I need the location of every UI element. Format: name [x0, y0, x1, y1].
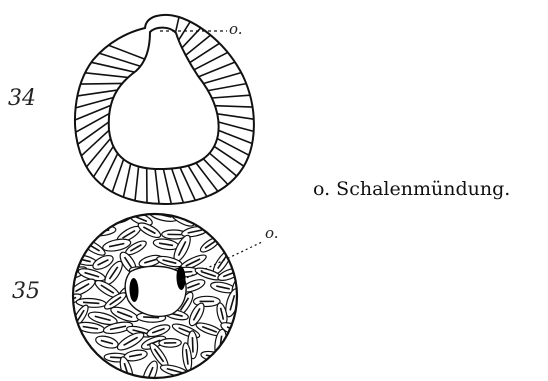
radial-canal: [87, 139, 111, 167]
figure-35-shell-surface: [58, 207, 262, 381]
radial-canal: [123, 164, 130, 198]
radial-canal: [155, 169, 159, 204]
radial-canal: [135, 167, 139, 201]
radial-canal: [112, 159, 123, 192]
radial-canal: [76, 114, 110, 133]
figure-34-opening-label: o.: [229, 20, 243, 38]
radial-canal: [75, 105, 111, 120]
figure-34-inner-wall: [109, 28, 219, 169]
radial-canal: [102, 154, 118, 186]
radial-canal: [109, 45, 145, 59]
radial-canal: [81, 130, 109, 156]
radial-canal: [204, 73, 242, 84]
radial-canal: [94, 146, 114, 176]
spicule: [94, 334, 119, 350]
radial-canal: [210, 153, 237, 176]
radial-canal: [215, 106, 253, 107]
legend-caption: o. Schalenmündung.: [313, 178, 510, 200]
spicule: [67, 276, 97, 299]
radial-canal: [203, 159, 228, 185]
radial-canal: [218, 122, 253, 131]
figure-number-35: 35: [12, 279, 40, 304]
figure-number-34: 34: [8, 86, 36, 111]
radial-canal: [217, 114, 254, 119]
radial-canal: [196, 163, 218, 192]
spicule: [76, 298, 107, 309]
radial-canal: [172, 169, 184, 203]
spicule: [159, 338, 182, 347]
figure-35-opening-label: o.: [265, 224, 279, 242]
radial-canal: [208, 84, 246, 91]
radial-canal: [78, 122, 109, 144]
radial-canal: [85, 73, 128, 78]
figure-34-shell-section: [75, 15, 254, 204]
radial-canal: [77, 90, 117, 96]
radial-canal: [91, 62, 134, 72]
radial-canal: [176, 17, 180, 33]
radial-canal: [163, 169, 171, 204]
radial-canal: [212, 95, 250, 98]
radial-canal: [81, 83, 123, 84]
figure-34-radial-canals: [75, 17, 254, 204]
